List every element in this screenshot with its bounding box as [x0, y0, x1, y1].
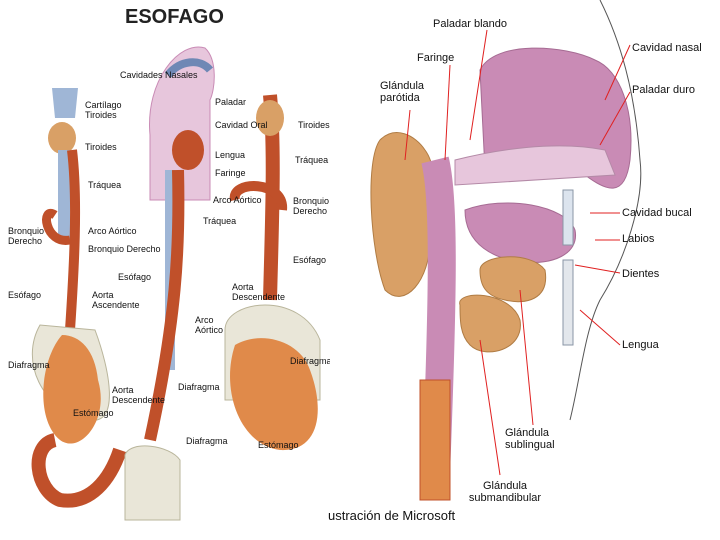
- label-cavidad-oral: Cavidad Oral: [215, 120, 268, 130]
- label-traquea-left: Tráquea: [88, 180, 122, 190]
- label-paladar-duro: Paladar duro: [632, 84, 695, 96]
- label-leader-lines: [404, 29, 631, 476]
- label-faringe: Faringe: [215, 168, 246, 178]
- label-diafragma-left: Diafragma: [8, 360, 50, 370]
- label-traquea-center: Tráquea: [203, 216, 237, 226]
- label-cavidades-nasales: Cavidades Nasales: [120, 70, 198, 80]
- trachea-center: [165, 170, 175, 370]
- parotid-gland-shape: [370, 132, 434, 297]
- label-diafragma-right: Diafragma: [290, 356, 330, 366]
- illustration-credit: ustración de Microsoft: [328, 508, 456, 523]
- sublingual-gland-shape: [479, 256, 547, 303]
- label-aorta-descendente-mid: Aorta Descendente: [112, 385, 166, 405]
- esophagus-left: [65, 149, 81, 331]
- esophagus-illustration-panel: ESOFAGO Cavidades Nasales Paladar Cavida…: [0, 0, 330, 540]
- tongue-center: [172, 130, 204, 170]
- label-lengua: Lengua: [215, 150, 246, 160]
- lower-teeth: [562, 259, 574, 346]
- label-tiroides-right: Tiroides: [298, 120, 330, 130]
- duodenum-left: [31, 433, 127, 508]
- label-cartilago-tiroides: Cartílago Tiroides: [85, 100, 122, 120]
- label-faringe-right: Faringe: [417, 52, 455, 64]
- trachea-left: [58, 150, 70, 240]
- label-esofago-mid: Esófago: [118, 272, 152, 282]
- thyroid-gland-left: [48, 122, 76, 154]
- oral-cavity-illustration-panel: Paladar blando Faringe Cavidad nasal Glá…: [335, 0, 720, 540]
- esophagus-anatomy-drawing: [31, 46, 321, 521]
- upper-teeth: [562, 189, 574, 246]
- label-paladar-blando: Paladar blando: [433, 18, 508, 30]
- label-cavidad-bucal: Cavidad bucal: [622, 207, 692, 219]
- label-bronquio-derecho-mid: Bronquio Derecho: [88, 244, 161, 254]
- label-estomago-right: Estómago: [258, 440, 299, 450]
- aortic-arch-right: [229, 181, 287, 211]
- diaphragm-center-shape: [124, 445, 181, 521]
- nasal-cavity-shape: [164, 58, 214, 78]
- aortic-arch-left: [42, 208, 71, 245]
- label-arco-aortico-center: Arco Aórtico: [213, 195, 262, 205]
- label-arco-aortico-left: Arco Aórtico: [88, 226, 137, 236]
- stomach-left-shape: [43, 335, 101, 444]
- stomach-right-shape: [230, 338, 318, 451]
- oral-cavity-anatomy-drawing: [370, 0, 642, 501]
- label-arco-aortico-mid: Arco Aórtico: [195, 315, 224, 335]
- label-diafragma-mid: Diafragma: [178, 382, 220, 392]
- thyroid-gland-right: [256, 100, 284, 136]
- larynx-shape: [52, 88, 78, 118]
- label-bronquio-derecho-left: Bronquio Derecho: [8, 226, 45, 246]
- label-diafragma-bottom: Diafragma: [186, 436, 228, 446]
- label-aorta-descendente-right: Aorta Descendente: [232, 282, 286, 302]
- label-paladar: Paladar: [215, 97, 247, 107]
- label-glandula-sublingual: Glándula sublingual: [505, 427, 555, 451]
- submandibular-gland-shape: [459, 294, 521, 353]
- label-glandula-parotida: Glándula parótida: [380, 80, 425, 104]
- label-cavidad-nasal: Cavidad nasal: [632, 42, 702, 54]
- label-aorta-ascendente: Aorta Ascendente: [92, 290, 140, 310]
- trachea-rings: [419, 379, 451, 501]
- label-esofago-right: Esófago: [293, 255, 327, 265]
- label-glandula-submandibular: Glándula submandibular: [468, 480, 542, 504]
- diagram-title: ESOFAGO: [125, 6, 224, 28]
- tongue-shape: [464, 202, 576, 264]
- label-dientes: Dientes: [622, 268, 660, 280]
- esophagus-center: [144, 169, 185, 442]
- face-profile-outline: [569, 0, 642, 421]
- label-traquea-right: Tráquea: [295, 155, 329, 165]
- label-labios: Labios: [622, 233, 655, 245]
- label-lengua-right: Lengua: [622, 339, 659, 351]
- label-esofago-left: Esófago: [8, 290, 42, 300]
- label-estomago-left: Estómago: [73, 408, 114, 418]
- label-tiroides-left: Tiroides: [85, 142, 117, 152]
- label-bronquio-derecho-right: Bronquio Derecho: [293, 196, 330, 216]
- nasal-floor: [454, 145, 616, 186]
